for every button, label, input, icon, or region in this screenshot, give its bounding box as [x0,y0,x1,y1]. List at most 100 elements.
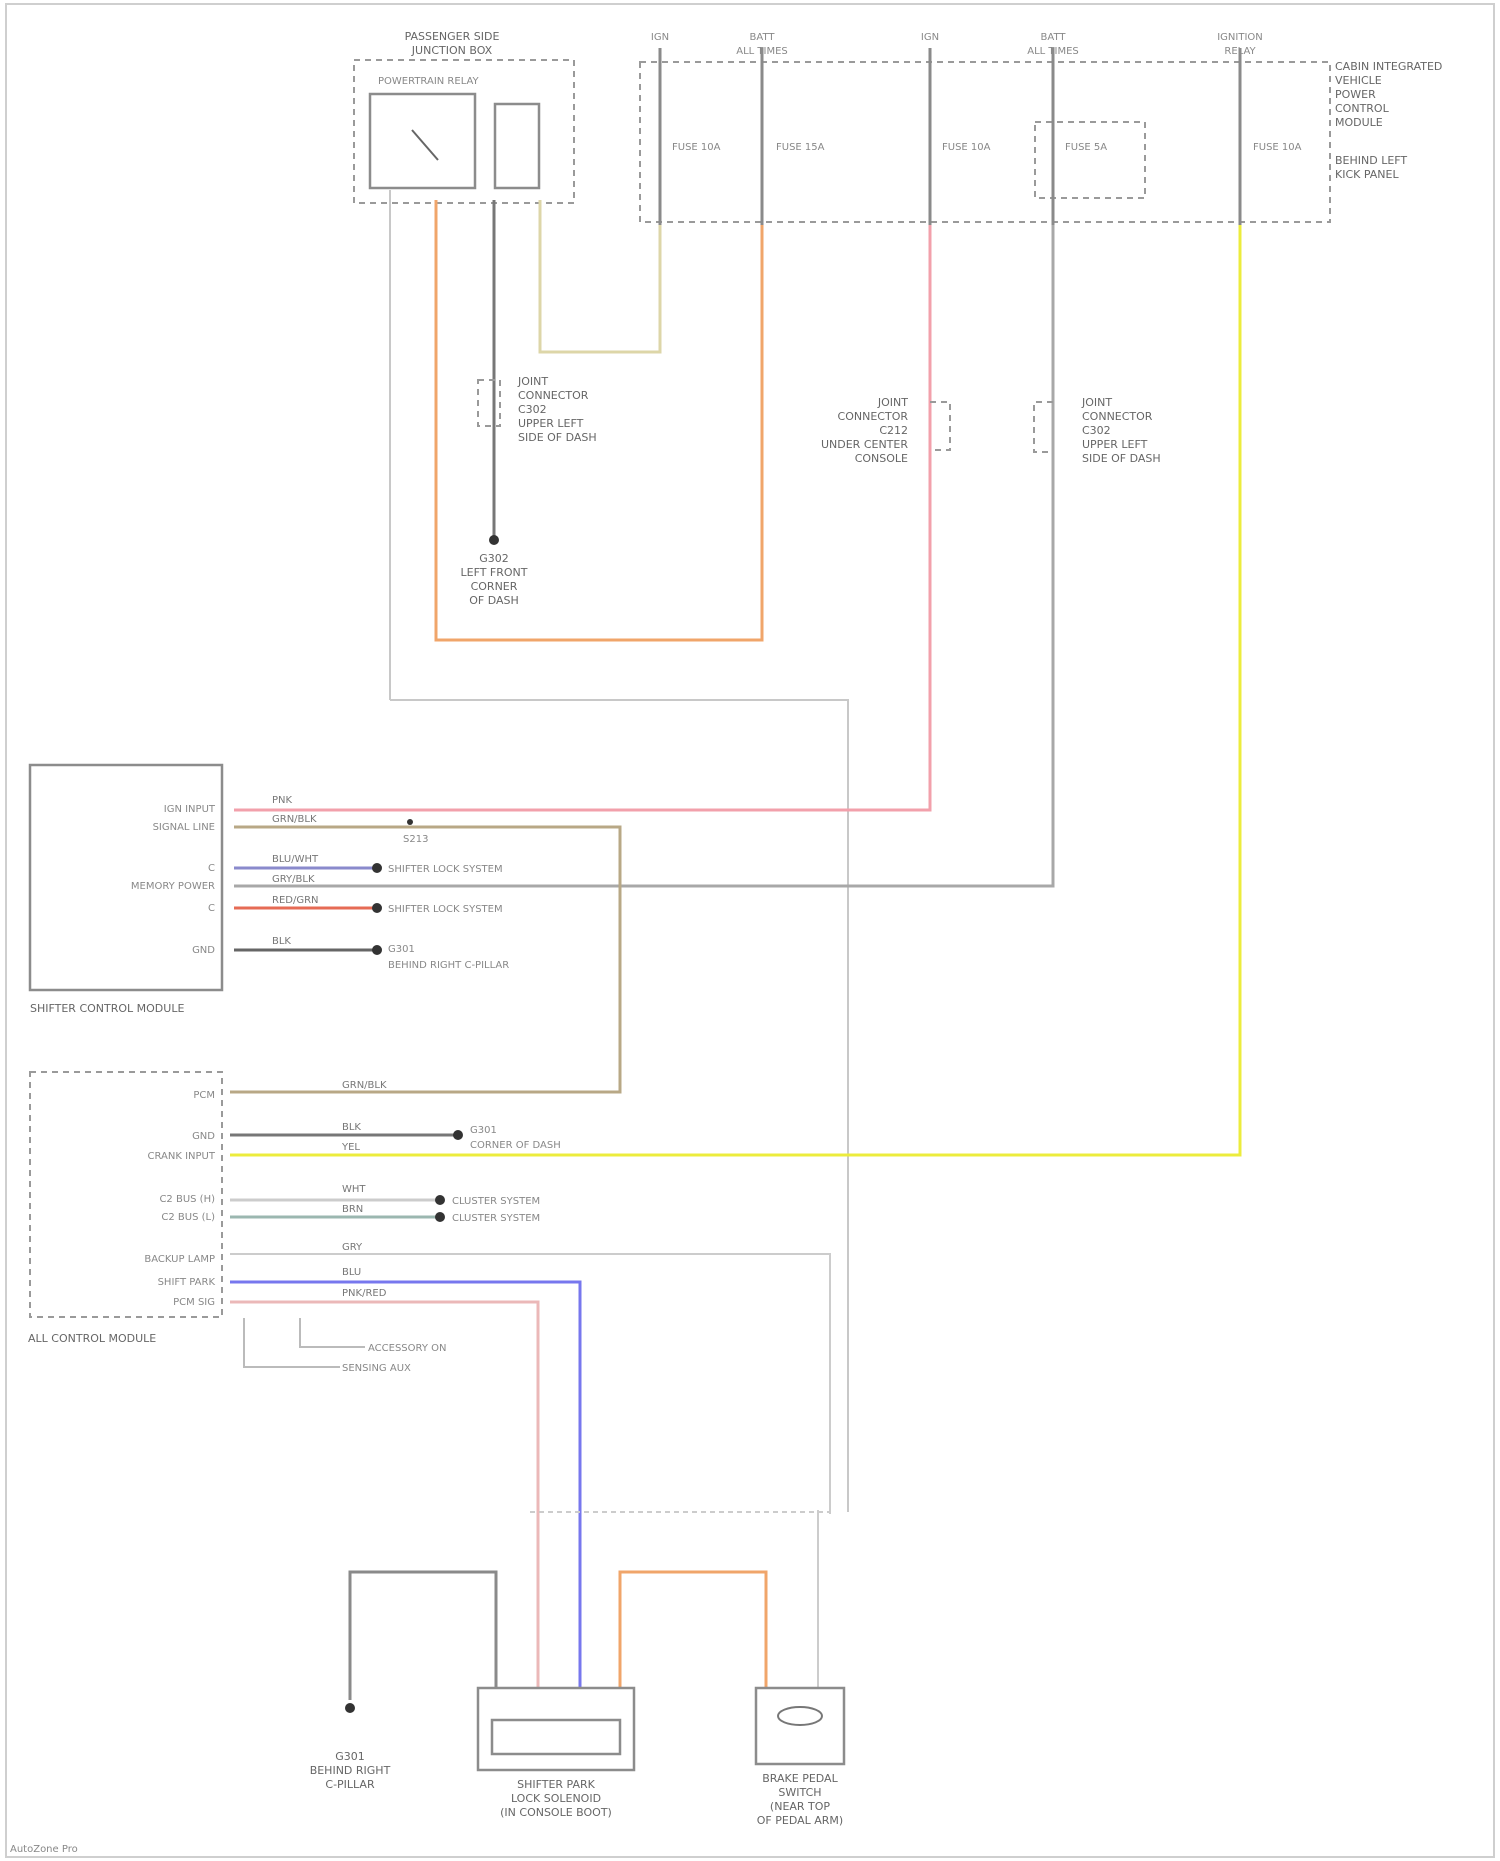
fuse-label-4: FUSE 5A [1065,142,1107,153]
connector-c1-line1: JOINT [517,375,548,388]
ecm-aux-callout: SENSING AUX [342,1363,411,1374]
wires [230,48,1240,1700]
shifter-ground-label: G301 [388,944,415,955]
ecm-wire-4: WHT [342,1184,366,1195]
relay-switch [412,130,438,160]
module-label-1: CABIN INTEGRATED [1335,60,1442,73]
switch-symbol [778,1707,822,1725]
shifter-pin-2: SIGNAL LINE [153,822,215,833]
wire-pink-red [230,1302,538,1688]
ground-bottom-dot [345,1703,355,1713]
switch-label-2: SWITCH [778,1786,821,1799]
ecm-pin-5: C2 BUS (L) [161,1212,215,1223]
shifter-callout-1-dot [372,863,382,873]
shifter-pin-5: C [208,903,215,914]
shifter-pin-4: MEMORY POWER [131,881,215,892]
connector-c2-line3: C212 [879,424,908,437]
wire-backup-lamp [230,1254,830,1514]
shifter-control-module: SHIFTER CONTROL MODULE IGN INPUT SIGNAL … [30,765,509,1015]
solenoid-core [492,1720,620,1754]
ground-top: G302 LEFT FRONT CORNER OF DASH [460,535,527,607]
ecm-pin-1: PCM [193,1090,215,1101]
ecm-wire-1: GRN/BLK [342,1080,387,1091]
fuse-label-5: FUSE 10A [1253,142,1302,153]
connector-c1-line4: UPPER LEFT [518,417,584,430]
ecm-wire-8: PNK/RED [342,1288,387,1299]
module-sub-label-2: KICK PANEL [1335,168,1399,181]
connector-c3-line5: SIDE OF DASH [1082,452,1161,465]
shifter-pin-6: GND [192,945,215,956]
connector-c2-symbol [930,402,950,450]
connector-c3-symbol [1034,402,1053,452]
switch-label-1: BRAKE PEDAL [762,1772,838,1785]
ecm-pin-8: PCM SIG [173,1297,215,1308]
ecm-ground-location: CORNER OF DASH [470,1140,561,1151]
all-control-module: ALL CONTROL MODULE PCM GND CRANK INPUT C… [28,1072,561,1374]
ground-bottom-line1: G301 [335,1750,365,1763]
module-label-3: POWER [1335,88,1376,101]
ecm-acc-callout: ACCESSORY ON [368,1343,446,1354]
shifter-callout-2: SHIFTER LOCK SYSTEM [388,904,503,915]
relay-label: POWERTRAIN RELAY [378,76,480,87]
terminal-label-2: BATT [750,32,776,43]
connector-c2-line2: CONNECTOR [838,410,909,423]
wire-relay-gray-run [390,700,848,1512]
wire-ecm-aux [244,1318,340,1367]
shifter-ground-dot [372,945,382,955]
ecm-ground-label: G301 [470,1125,497,1136]
ecm-pin-4: C2 BUS (H) [159,1194,215,1205]
ground-bottom-line2: BEHIND RIGHT [310,1764,391,1777]
ecm-wire-7: BLU [342,1267,361,1278]
ecm-wire-2: BLK [342,1122,361,1133]
ecm-pin-2: GND [192,1131,215,1142]
ground-top-dot [489,535,499,545]
connector-c3-line3: C302 [1082,424,1111,437]
terminal-label-4: BATT [1041,32,1067,43]
shifter-callout-1: SHIFTER LOCK SYSTEM [388,864,503,875]
wire-pink [234,225,930,810]
shifter-wire-4: GRY/BLK [272,874,315,885]
joint-connectors: JOINT CONNECTOR C302 UPPER LEFT SIDE OF … [478,375,1161,465]
solenoid-label-3: (IN CONSOLE BOOT) [500,1806,612,1819]
connector-c2-line5: CONSOLE [855,452,908,465]
module-label-4: CONTROL [1335,102,1390,115]
connector-c1-line2: CONNECTOR [518,389,589,402]
ecm-bus-h-dot [435,1195,445,1205]
ground-top-line1: G302 [479,552,509,565]
ground-bottom: G301 BEHIND RIGHT C-PILLAR [310,1703,391,1791]
ecm-pin-3: CRANK INPUT [148,1151,216,1162]
footer-watermark: AutoZone Pro [10,1844,78,1855]
diagram-frame [6,4,1494,1857]
terminal-label-5: IGNITION [1217,32,1263,43]
ecm-pin-6: BACKUP LAMP [144,1254,215,1265]
splice-s213-dot [407,819,413,825]
wire-ecm-acc [300,1318,365,1347]
connector-c3-line4: UPPER LEFT [1082,438,1148,451]
shifter-module-box [30,765,222,990]
connector-c1-symbol [478,380,500,426]
brake-pedal-switch: BRAKE PEDAL SWITCH (NEAR TOP OF PEDAL AR… [756,1688,844,1827]
shifter-callout-2-dot [372,903,382,913]
fuse-label-3: FUSE 10A [942,142,991,153]
junction-box-title-2: JUNCTION BOX [411,44,493,57]
switch-label-3: (NEAR TOP [770,1800,831,1813]
ground-bottom-line3: C-PILLAR [325,1778,375,1791]
shifter-wire-1: PNK [272,795,293,806]
shifter-wire-2: GRN/BLK [272,814,317,825]
ecm-name: ALL CONTROL MODULE [28,1332,156,1345]
ecm-wire-3: YEL [341,1142,360,1153]
wire-yellow [230,225,1240,1155]
shifter-wire-6: BLK [272,936,291,947]
connector-c3-line1: JOINT [1081,396,1112,409]
module-sub-label-1: BEHIND LEFT [1335,154,1407,167]
ecm-wire-6: GRY [342,1242,363,1253]
shifter-ground-location: BEHIND RIGHT C-PILLAR [388,960,509,971]
ecm-bus-l-dot [435,1212,445,1222]
shifter-pin-1: IGN INPUT [164,804,216,815]
connector-c1-line5: SIDE OF DASH [518,431,597,444]
solenoid-label-2: LOCK SOLENOID [511,1792,601,1805]
ecm-pin-7: SHIFT PARK [158,1277,216,1288]
splice-s213-label: S213 [403,834,428,845]
module-label-2: VEHICLE [1335,74,1382,87]
